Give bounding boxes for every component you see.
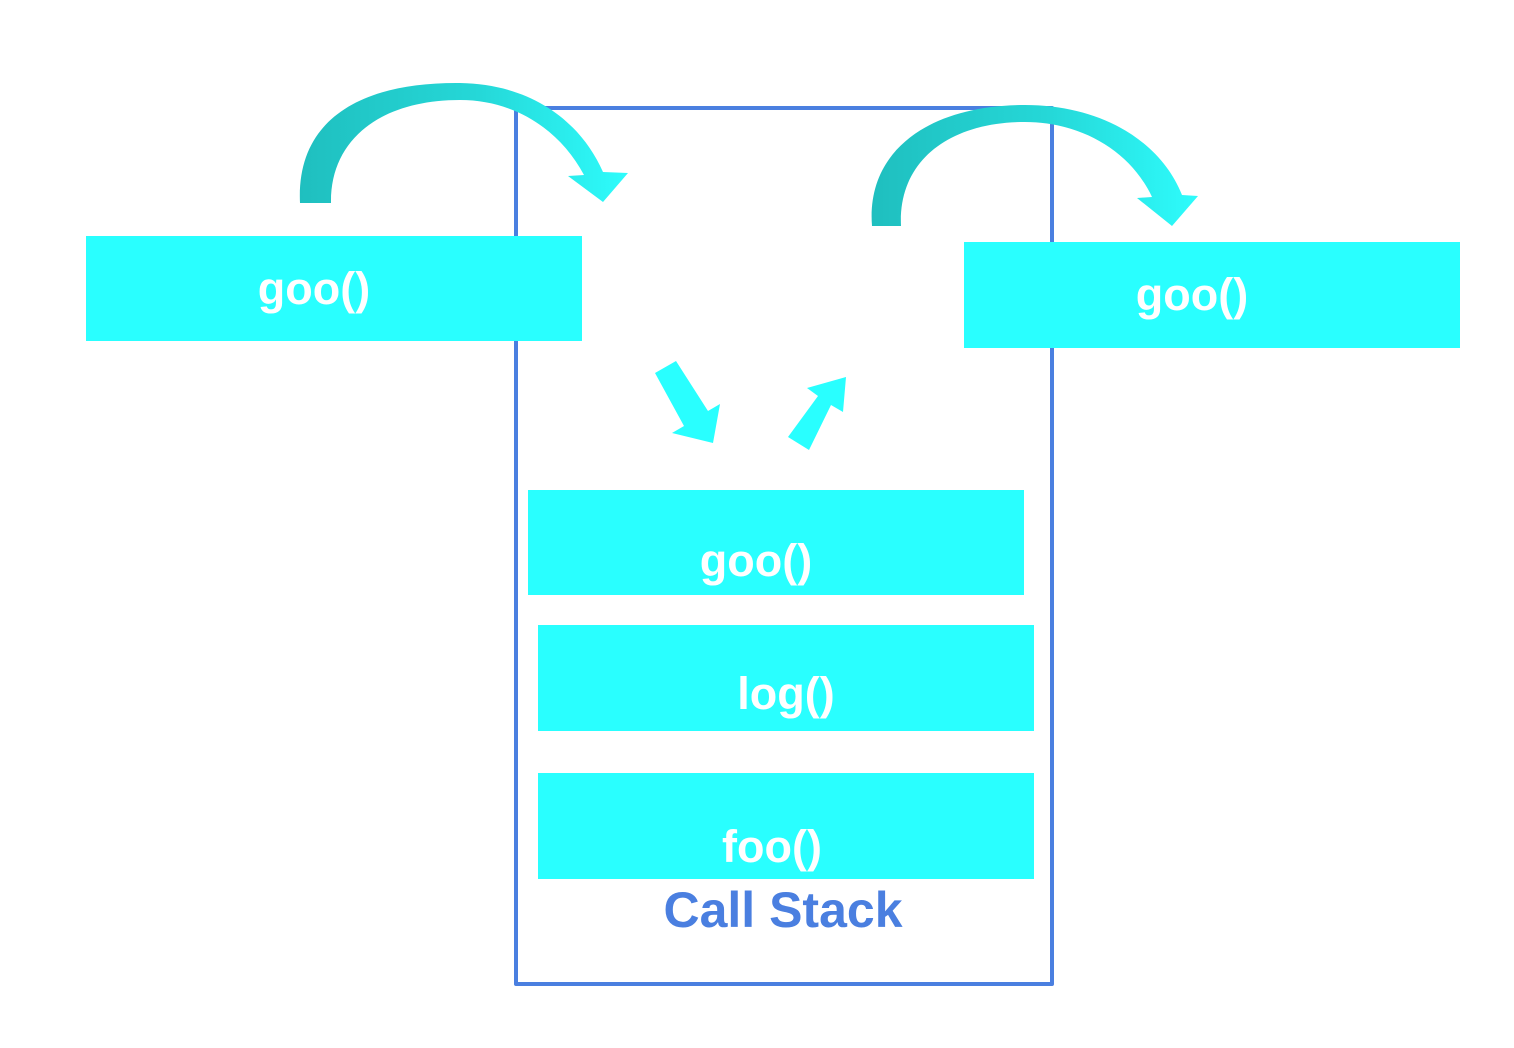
stack-frame-foo: foo() bbox=[538, 773, 1034, 879]
stack-frame-foo-label: foo() bbox=[722, 821, 822, 872]
curved-arrow-right-icon bbox=[871, 105, 1198, 226]
stack-frame-log-label: log() bbox=[737, 668, 835, 719]
call-stack-label: Call Stack bbox=[663, 882, 903, 938]
outgoing-frame-goo: goo() bbox=[964, 242, 1460, 348]
call-stack-container bbox=[514, 106, 1054, 986]
push-arrow-icon bbox=[655, 361, 720, 443]
outgoing-frame-goo-label: goo() bbox=[1135, 269, 1249, 320]
incoming-frame-goo-label: goo() bbox=[257, 262, 371, 314]
stack-frame-log: log() bbox=[538, 625, 1034, 731]
incoming-frame-goo: goo() bbox=[86, 236, 582, 341]
curved-arrow-left-icon bbox=[299, 82, 628, 203]
pop-arrow-icon bbox=[788, 377, 846, 450]
stack-frame-goo-label: goo() bbox=[699, 534, 813, 586]
stack-frame-goo: goo() bbox=[528, 490, 1024, 595]
